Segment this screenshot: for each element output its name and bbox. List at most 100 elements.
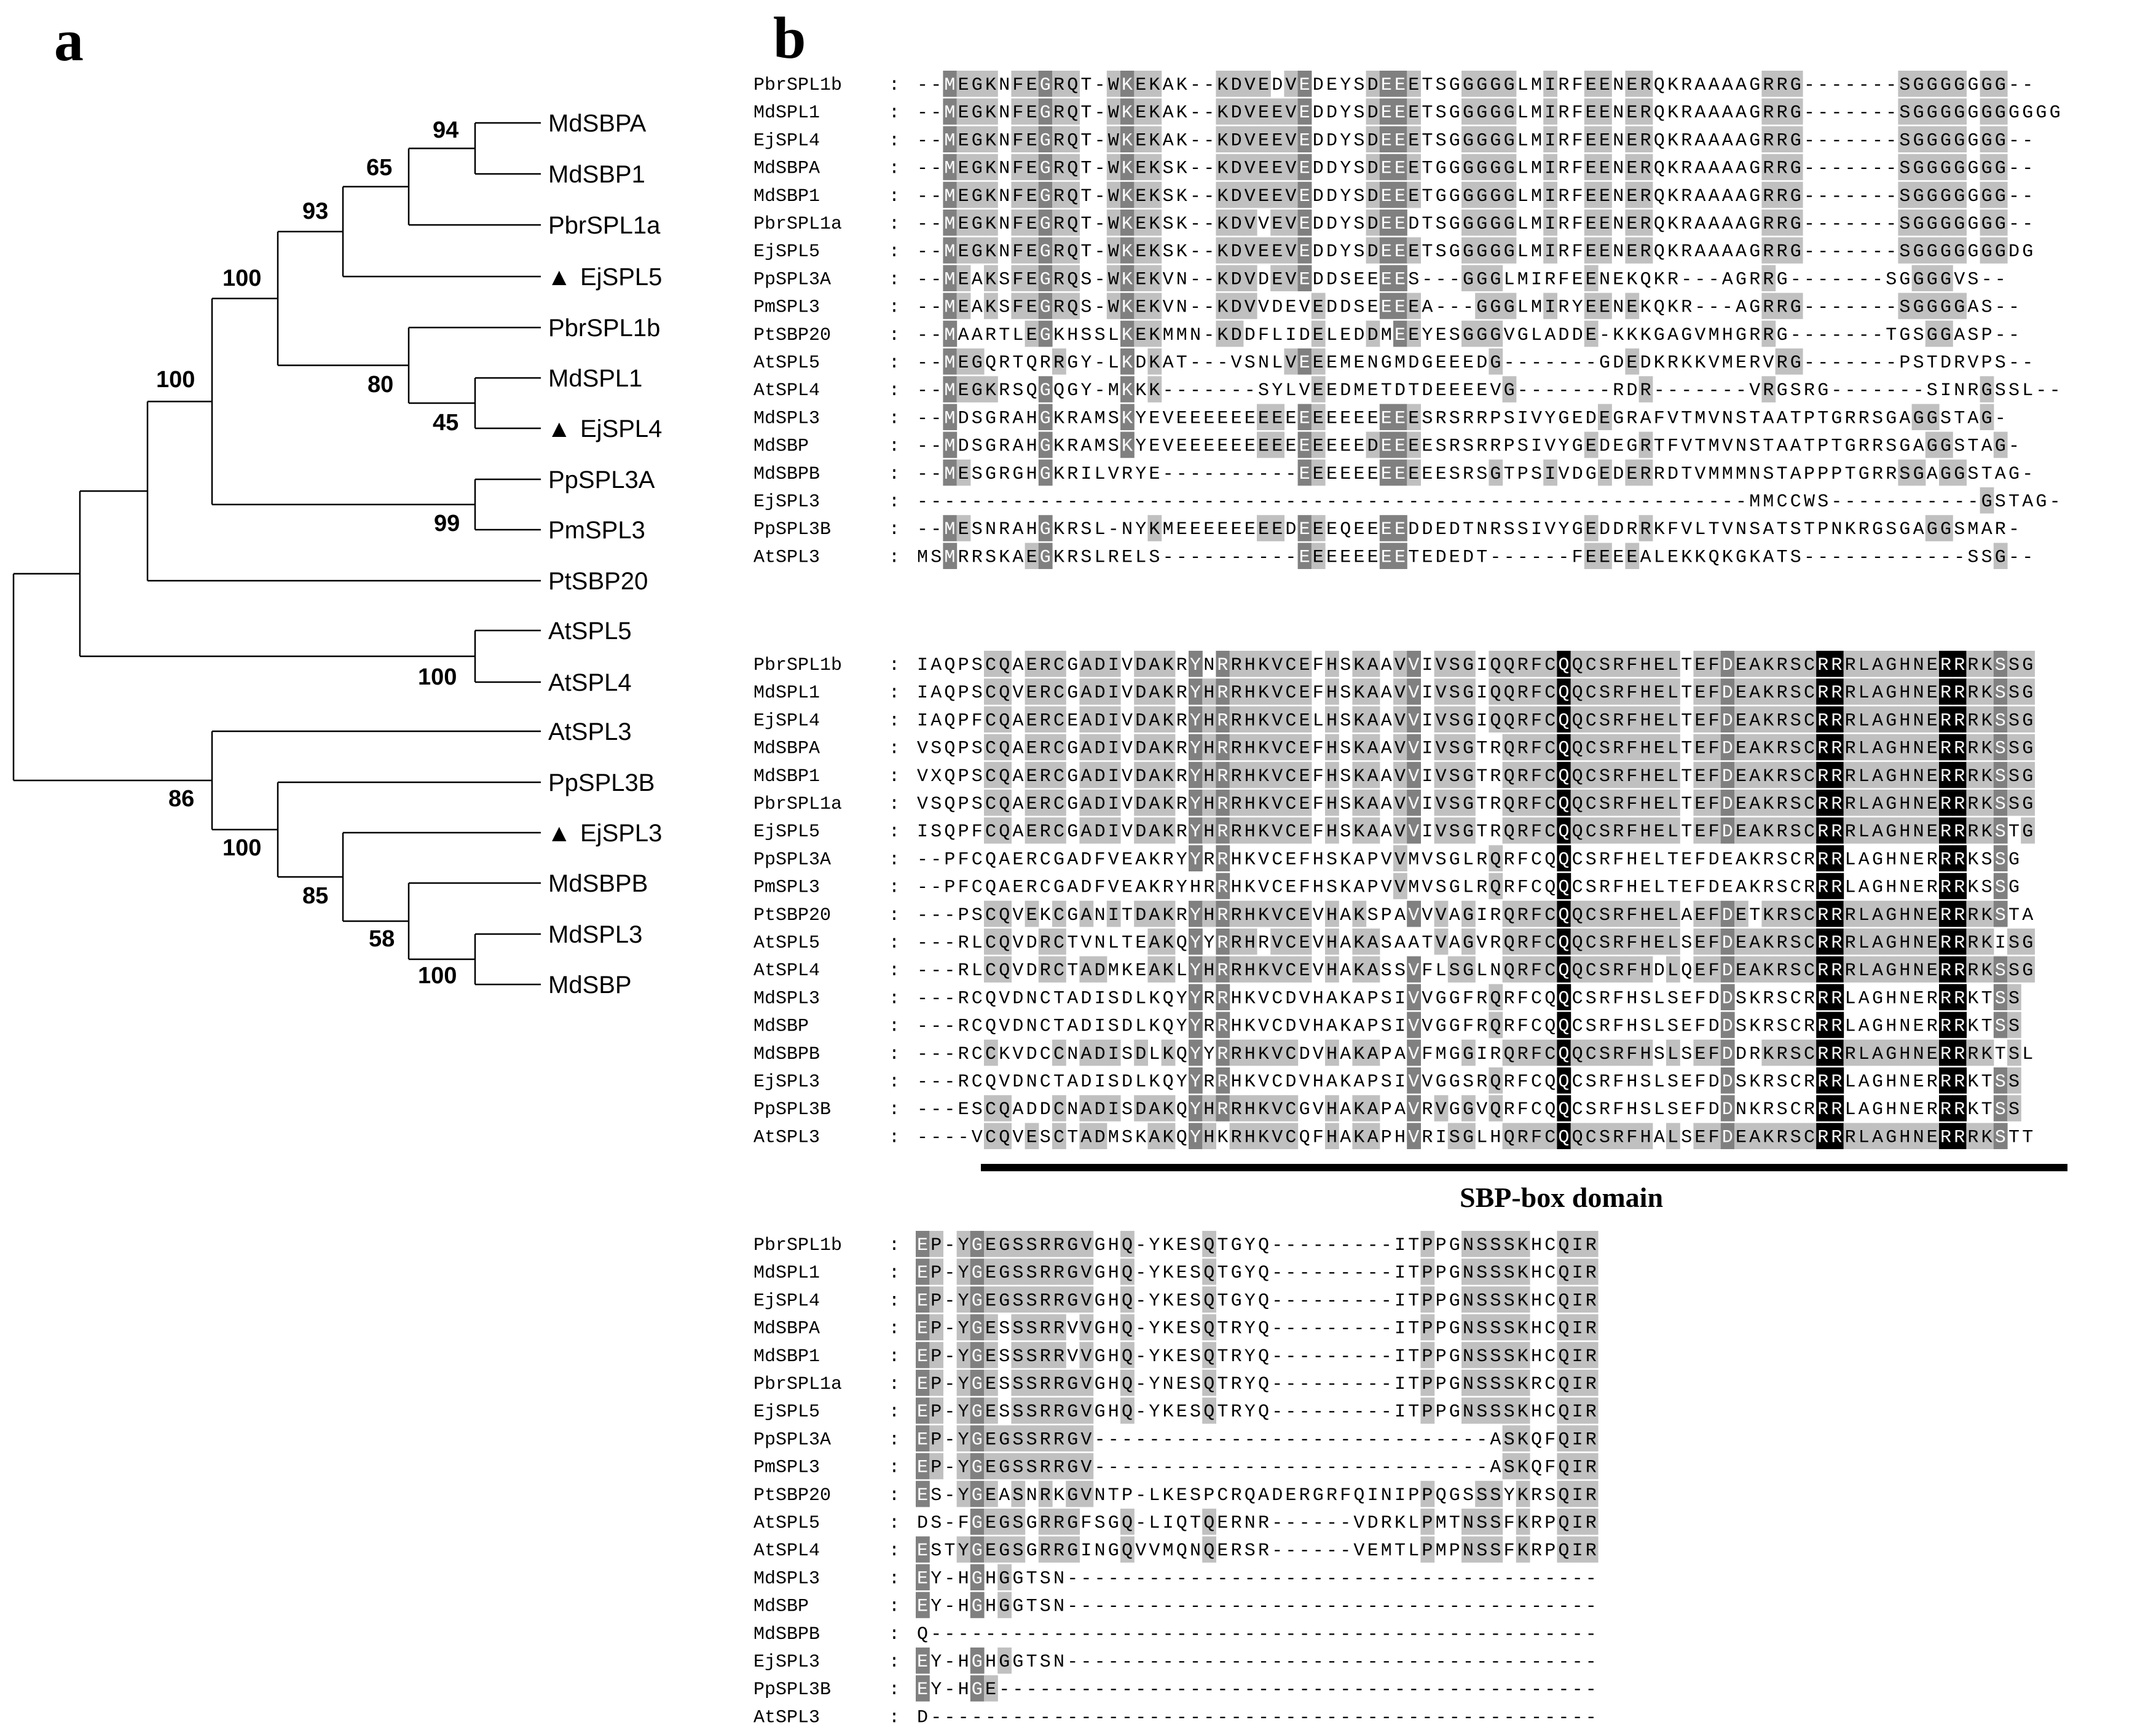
residue: C xyxy=(1285,822,1296,842)
residue: V xyxy=(1272,739,1283,760)
residue: S xyxy=(1108,436,1119,457)
residue: K xyxy=(1667,103,1678,124)
residue: D xyxy=(1613,519,1624,540)
residue: F xyxy=(1572,547,1583,568)
residue: C xyxy=(1586,822,1597,842)
residue: E xyxy=(1913,1016,1924,1037)
residue: L xyxy=(1095,519,1106,540)
residue: S xyxy=(1012,1374,1023,1395)
residue: E xyxy=(1367,464,1379,485)
sequence-name: AtSPL5 xyxy=(753,353,820,374)
residue: - xyxy=(1203,547,1214,568)
residue: R xyxy=(1777,960,1788,981)
residue: - xyxy=(1381,1319,1392,1340)
residue: - xyxy=(1886,186,1897,207)
residue: R xyxy=(1954,849,1965,870)
residue: C xyxy=(1790,1099,1801,1120)
residue: S xyxy=(1995,683,2006,704)
residue: - xyxy=(917,905,928,926)
residue: E xyxy=(1626,242,1637,262)
residue: G xyxy=(1067,1263,1078,1284)
residue: C xyxy=(1544,822,1556,842)
residue: N xyxy=(1749,464,1760,485)
residue: Q xyxy=(1572,933,1583,954)
residue: E xyxy=(917,1290,928,1311)
residue: F xyxy=(1531,655,1542,676)
residue: E xyxy=(1654,655,1665,676)
residue-shading xyxy=(1502,154,1517,181)
residue: - xyxy=(1558,353,1569,374)
residue-shading xyxy=(1980,71,1994,97)
residue: P xyxy=(1422,1319,1433,1340)
residue: A xyxy=(1654,1127,1665,1148)
residue: R xyxy=(1817,1044,1828,1065)
residue: - xyxy=(1135,1235,1146,1256)
residue: C xyxy=(1285,655,1296,676)
residue: Q xyxy=(944,655,955,676)
residue: F xyxy=(1709,794,1720,815)
residue: G xyxy=(1954,159,1965,179)
residue: R xyxy=(1599,1072,1610,1093)
residue: F xyxy=(1626,933,1637,954)
residue: E xyxy=(1394,547,1406,568)
residue: V xyxy=(917,794,928,815)
residue: - xyxy=(1231,464,1242,485)
residue: R xyxy=(1817,766,1828,787)
residue: T xyxy=(1217,1402,1228,1423)
residue: I xyxy=(1544,159,1556,179)
residue: D xyxy=(1422,519,1433,540)
residue: R xyxy=(999,436,1010,457)
residue: S xyxy=(1790,739,1801,760)
residue: - xyxy=(1190,103,1201,124)
residue: Y xyxy=(1176,1016,1187,1037)
residue: V xyxy=(1504,325,1515,346)
residue: G xyxy=(1995,436,2006,457)
residue: E xyxy=(1353,269,1364,290)
residue: K xyxy=(1245,1072,1256,1093)
residue: G xyxy=(1940,214,1951,235)
residue: I xyxy=(1394,1346,1406,1367)
sequence-name: PbrSPL1b xyxy=(753,75,842,96)
residue: V xyxy=(1122,655,1133,676)
residue-shading xyxy=(1598,154,1612,181)
residue: - xyxy=(1381,1374,1392,1395)
residue: D xyxy=(1095,683,1106,704)
residue: S xyxy=(999,1319,1010,1340)
residue: - xyxy=(1558,492,1569,513)
residue: F xyxy=(1709,739,1720,760)
residue: - xyxy=(1285,1402,1296,1423)
residue: E xyxy=(1299,214,1310,235)
residue: C xyxy=(1272,1072,1283,1093)
residue: Q xyxy=(1558,1402,1569,1423)
residue: P xyxy=(1436,1263,1447,1284)
residue: - xyxy=(2036,380,2047,401)
residue: P xyxy=(1517,464,1528,485)
residue: D xyxy=(1135,683,1146,704)
residue: K xyxy=(1763,766,1774,787)
residue: C xyxy=(1053,933,1064,954)
residue: S xyxy=(972,766,983,787)
residue: H xyxy=(1640,739,1651,760)
residue: R xyxy=(1053,1235,1064,1256)
residue: Q xyxy=(1258,1235,1269,1256)
residue: - xyxy=(1217,353,1228,374)
residue: M xyxy=(1736,464,1747,485)
residue: A xyxy=(1694,130,1705,151)
residue: G xyxy=(1967,214,1978,235)
residue: - xyxy=(1367,1402,1379,1423)
residue: V xyxy=(1122,794,1133,815)
residue: G xyxy=(1463,103,1474,124)
residue: R xyxy=(1490,436,1501,457)
residue: E xyxy=(1694,766,1705,787)
residue: V xyxy=(1436,1099,1447,1120)
residue: H xyxy=(1326,822,1337,842)
residue: G xyxy=(1095,1319,1106,1340)
residue: E xyxy=(1258,408,1269,429)
residue: R xyxy=(1217,739,1228,760)
residue: A xyxy=(1394,933,1406,954)
residue: S xyxy=(1190,1402,1201,1423)
residue: M xyxy=(1531,214,1542,235)
residue: S xyxy=(930,794,942,815)
